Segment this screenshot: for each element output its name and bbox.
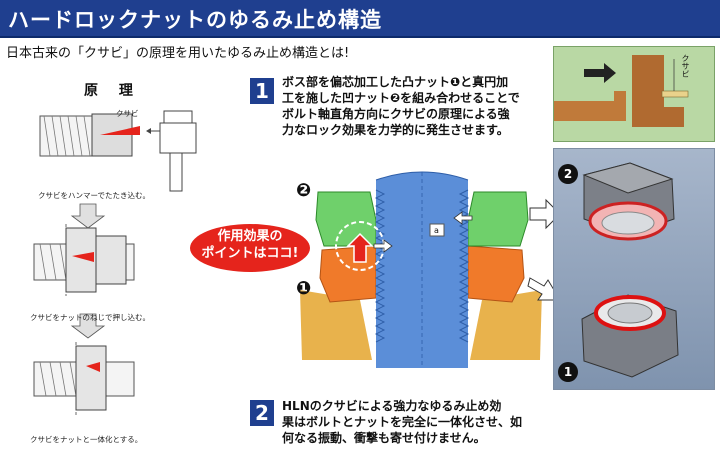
wedge-joint-photo <box>553 46 715 142</box>
principle-caption-1: クサビをハンマーでたたき込む。 <box>38 191 151 200</box>
step2-number: 2 <box>250 400 274 426</box>
nut-photo <box>553 148 715 390</box>
principle-caption-3: クサビをナットと一体化とする。 <box>30 435 143 444</box>
photo-arrows <box>527 198 561 301</box>
label-a: a <box>434 226 439 235</box>
principle-illustrations <box>33 110 197 416</box>
page-title: ハードロックナットのゆるみ止め構造 <box>8 8 382 32</box>
nut-bolt-diagram <box>300 171 542 368</box>
page-subtitle: 日本古来の「クサビ」の原理を用いたゆるみ止め構造とは! <box>6 46 350 61</box>
principle-figure-hammer <box>39 110 197 192</box>
step1-number: 1 <box>250 78 274 104</box>
title-bar <box>0 0 720 38</box>
principle-figure-integrated <box>33 342 135 416</box>
diagram-marker-2: ❷ <box>296 180 312 201</box>
photo-marker-top: 2 <box>558 164 578 184</box>
wedge-label: クサビ <box>116 109 139 118</box>
step1-description: ボス部を偏芯加工した凸ナット❶と真円加 工を施した凹ナット❷を組み合わせることで… <box>282 75 520 137</box>
step2-description: HLNのクサビによる強力なゆるみ止め効 果はボルトとナットを完全に一体化させ、如… <box>282 399 523 445</box>
photo-marker-bottom: 1 <box>558 362 578 382</box>
wedge-photo-label: クサビ <box>681 54 690 78</box>
diagram-marker-1: ❶ <box>296 278 312 299</box>
callout-action-point: 作用効果の ポイントはココ! <box>190 224 310 272</box>
principle-figure-nut-push <box>33 224 135 296</box>
principle-heading: 原 理 <box>84 83 141 99</box>
principle-caption-2: クサビをナットのねじで押し込む。 <box>30 313 150 322</box>
